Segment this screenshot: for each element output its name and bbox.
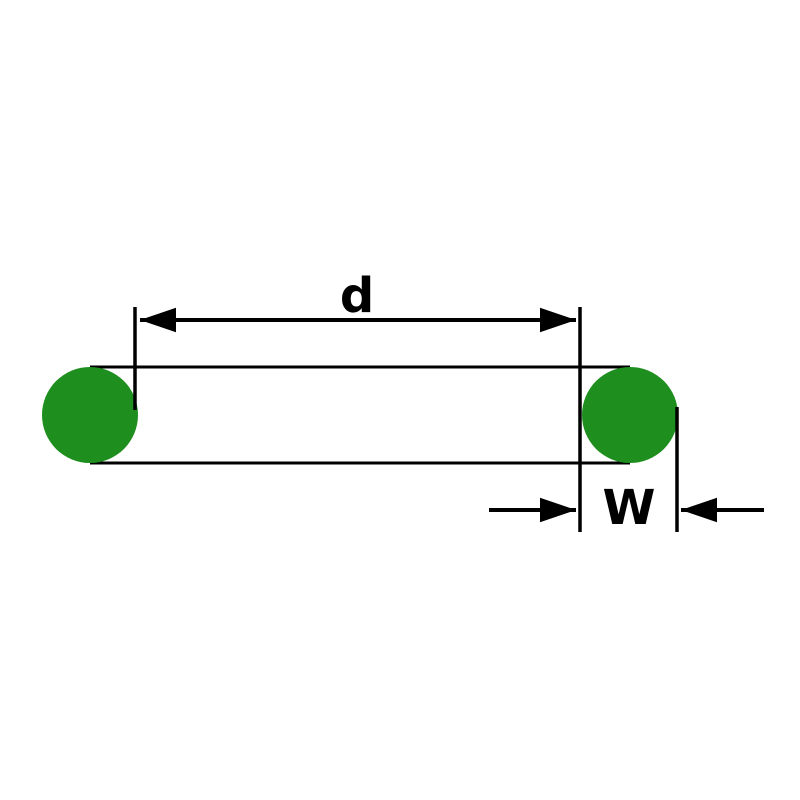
oring-cross-section-right bbox=[582, 367, 678, 463]
dimension-label-diameter: d bbox=[340, 268, 374, 324]
extension-lines bbox=[133, 307, 679, 532]
oring-cross-section-left bbox=[42, 367, 138, 463]
ring-outline bbox=[90, 365, 630, 465]
dimension-arrows bbox=[140, 307, 764, 523]
dimension-label-width: W bbox=[603, 480, 656, 536]
